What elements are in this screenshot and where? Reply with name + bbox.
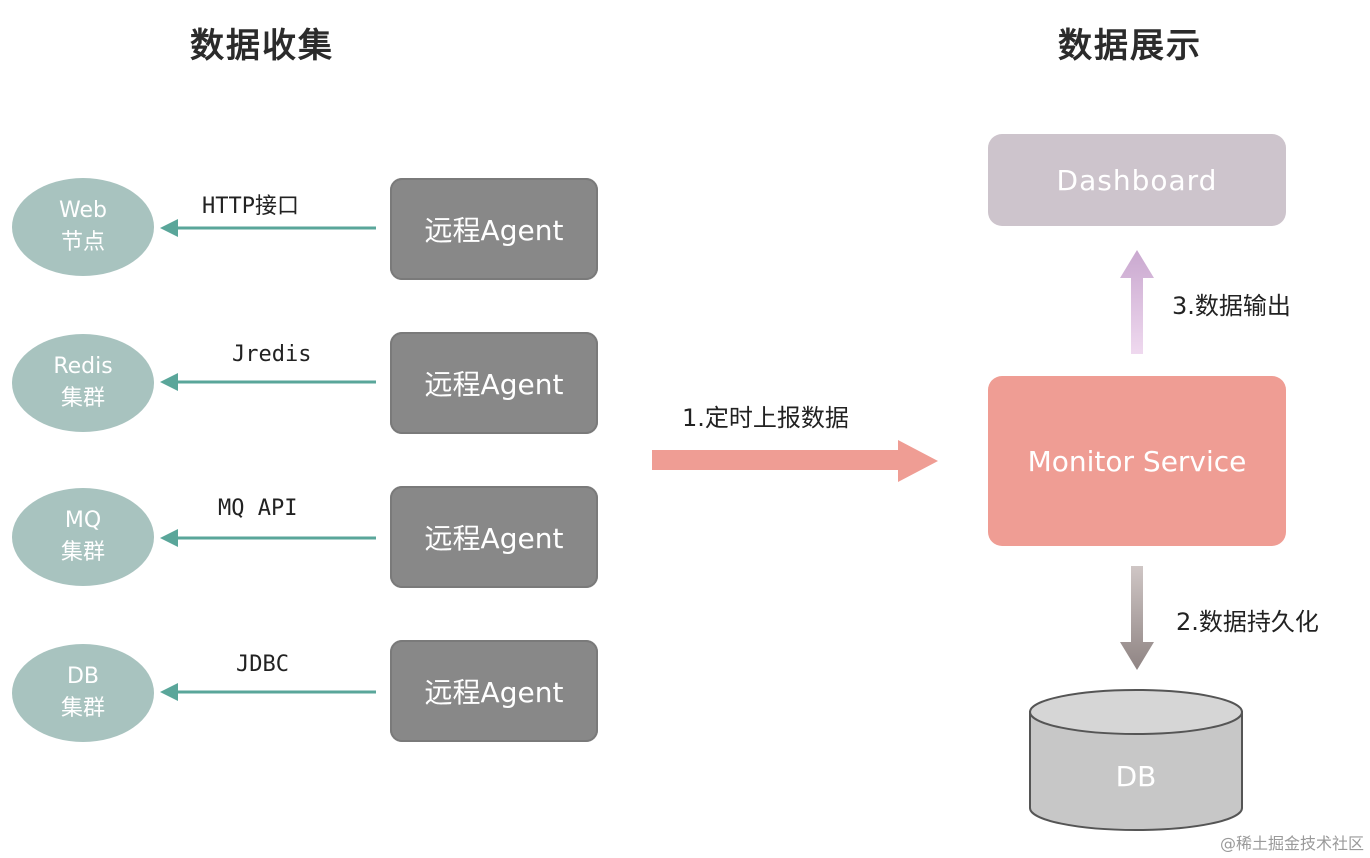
collect-section-title: 数据收集 bbox=[190, 26, 334, 66]
connection-label-mq-api: MQ API bbox=[218, 496, 298, 521]
output-flow-label: 3.数据输出 bbox=[1172, 292, 1291, 320]
agent-box-mq: 远程Agent bbox=[390, 486, 598, 588]
persist-arrow bbox=[1120, 566, 1154, 670]
node-web: Web 节点 bbox=[12, 178, 154, 276]
db-label: DB bbox=[1115, 760, 1157, 793]
node-db: DB 集群 bbox=[12, 644, 154, 742]
connection-label-jredis: Jredis bbox=[232, 342, 312, 367]
agent-box-redis: 远程Agent bbox=[390, 332, 598, 434]
db-cylinder bbox=[1029, 689, 1243, 831]
report-flow-label: 1.定时上报数据 bbox=[682, 404, 849, 432]
connector-arrow-db bbox=[160, 683, 376, 701]
node-redis: Redis 集群 bbox=[12, 334, 154, 432]
connector-arrow-web bbox=[160, 219, 376, 237]
connection-label-http: HTTP接口 bbox=[202, 194, 299, 219]
connection-label-jdbc: JDBC bbox=[236, 652, 289, 677]
node-label-line2: 集群 bbox=[60, 540, 105, 565]
persist-flow-label: 2.数据持久化 bbox=[1176, 608, 1319, 636]
node-label-line1: Redis bbox=[53, 354, 113, 379]
watermark: @稀土掘金技术社区 bbox=[1219, 834, 1364, 853]
node-label-line1: Web bbox=[59, 198, 107, 223]
output-arrow bbox=[1120, 250, 1154, 354]
report-arrow bbox=[652, 440, 938, 482]
node-label-line1: DB bbox=[66, 664, 100, 689]
agent-box-db: 远程Agent bbox=[390, 640, 598, 742]
node-label-line2: 集群 bbox=[60, 696, 105, 721]
display-section-title: 数据展示 bbox=[1058, 26, 1202, 66]
dashboard-box: Dashboard bbox=[988, 134, 1286, 226]
agent-box-web: 远程Agent bbox=[390, 178, 598, 280]
connector-arrow-redis bbox=[160, 373, 376, 391]
node-mq: MQ 集群 bbox=[12, 488, 154, 586]
connector-arrow-mq bbox=[160, 529, 376, 547]
node-label-line2: 集群 bbox=[60, 386, 105, 411]
node-label-line1: MQ bbox=[64, 508, 102, 533]
monitor-service-box: Monitor Service bbox=[988, 376, 1286, 546]
node-label-line2: 节点 bbox=[60, 230, 105, 255]
